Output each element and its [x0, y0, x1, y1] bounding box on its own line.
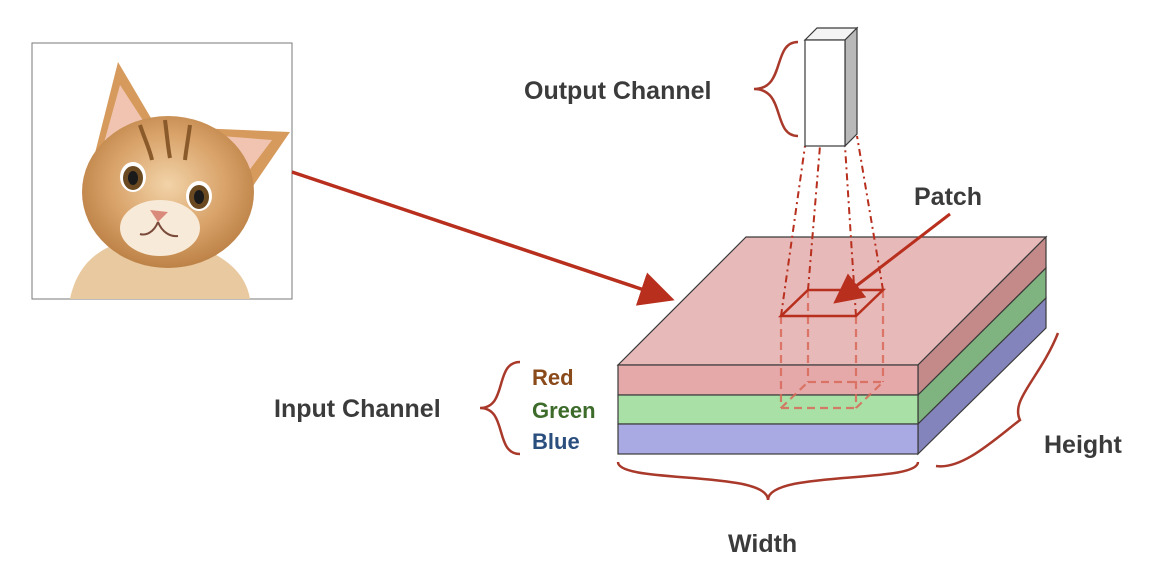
blue-channel-front: [617, 423, 919, 455]
width-label: Width: [728, 530, 797, 558]
input-channel-brace: [479, 360, 521, 456]
channel-label-green: Green: [532, 398, 596, 423]
kitten-image: [70, 62, 290, 299]
green-channel-front: [617, 394, 919, 425]
output-channel-brace: [753, 40, 799, 138]
input-channel-label: Input Channel: [274, 395, 441, 423]
patch-hidden-edges: [779, 290, 885, 410]
channel-label-red: Red: [532, 365, 574, 390]
width-brace: [616, 461, 920, 501]
red-channel-front: [617, 364, 919, 396]
output-channel-label: Output Channel: [524, 77, 711, 105]
height-brace: [935, 332, 1060, 468]
output-channel-prism: [803, 26, 859, 148]
patch-pointer-arrow: [833, 212, 951, 304]
height-label: Height: [1044, 431, 1122, 459]
patch-label: Patch: [914, 183, 982, 211]
kitten-photo: [31, 42, 293, 300]
channel-label-blue: Blue: [532, 429, 580, 454]
photo-to-input-arrow: [291, 170, 675, 306]
